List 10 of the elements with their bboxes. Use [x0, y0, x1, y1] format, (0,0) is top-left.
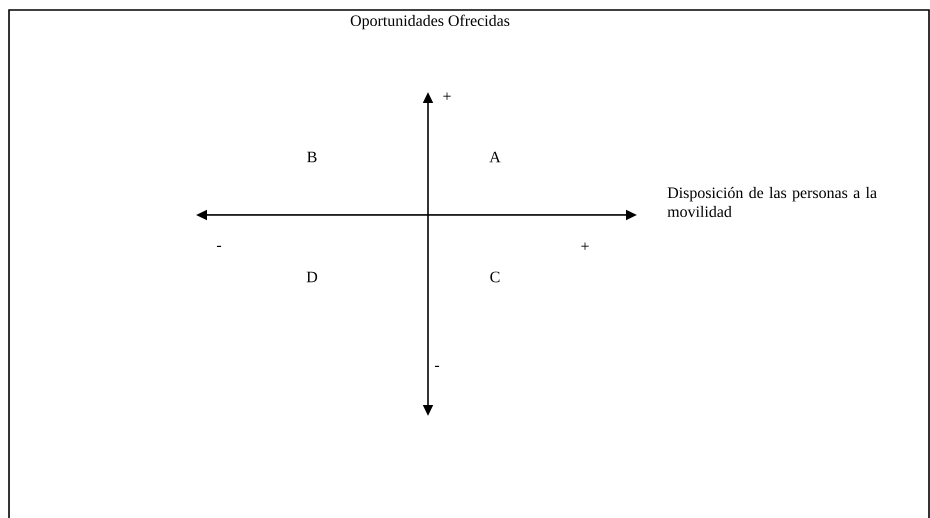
quadrant-letter: B [307, 152, 317, 162]
axis-title: Disposición de las personas a la movilidad [668, 186, 877, 218]
axis-title: Oportunidades Ofrecidas [350, 14, 510, 30]
sign-label: + [581, 242, 589, 250]
sign-label: - [434, 366, 440, 367]
quadrant-letter: A [489, 152, 501, 162]
sign-label: - [216, 246, 222, 247]
quadrant-letter: C [490, 272, 500, 282]
quadrant-letter: D [306, 272, 318, 282]
sign-label: + [443, 92, 451, 100]
